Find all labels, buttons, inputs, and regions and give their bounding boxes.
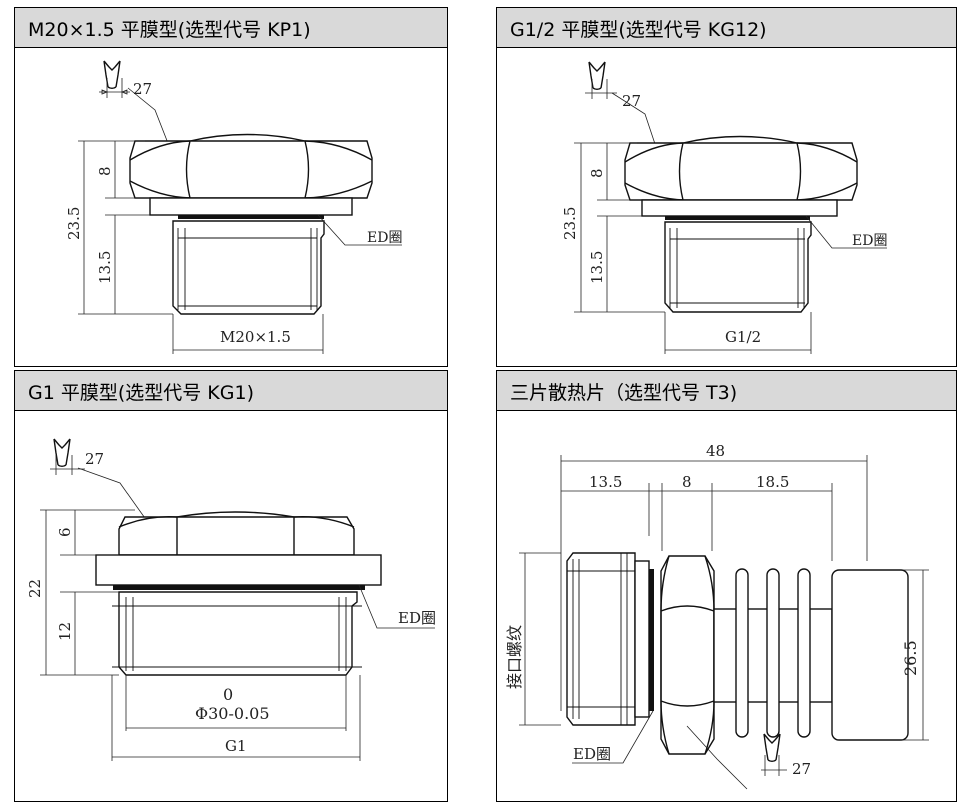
ed-ring-label: ED圈 xyxy=(367,230,402,246)
wrench-size-label: 27 xyxy=(622,92,641,110)
ed-ring-label: ED圈 xyxy=(398,609,436,627)
wrench-size-label: 27 xyxy=(85,450,104,468)
ed-ring xyxy=(665,216,810,220)
thread-spec-label: G1 xyxy=(225,737,247,755)
ed-ring xyxy=(649,569,654,711)
panel-header: 三片散热片（选型代号 T3) xyxy=(497,371,956,411)
hex-height-label: 8 xyxy=(588,168,606,178)
panel-title: G1 平膜型(选型代号 KG1) xyxy=(28,382,254,404)
thread-height-label: 12 xyxy=(56,622,74,641)
thread-height-label: 13.5 xyxy=(588,251,606,284)
panel-t3: 三片散热片（选型代号 T3) 48 13.5 8 18.5 xyxy=(496,370,957,802)
fin-length-label: 18.5 xyxy=(756,473,789,491)
kp1-drawing: 27 ED圈 8 23.5 13.5 M20×1.5 xyxy=(65,60,402,354)
ed-ring xyxy=(178,215,324,219)
wrench-size-label: 27 xyxy=(133,80,152,98)
fin-diameter-label: 26.5 xyxy=(901,640,920,676)
fin xyxy=(735,568,749,738)
fin xyxy=(797,568,811,738)
tolerance-label: 0 xyxy=(223,685,233,704)
thread-spec-label: M20×1.5 xyxy=(220,328,291,346)
hex-nut xyxy=(118,511,355,556)
hex-nut xyxy=(624,135,858,208)
hex-nut xyxy=(129,133,373,206)
total-length-label: 48 xyxy=(706,442,725,460)
collar xyxy=(641,199,838,217)
total-height-label: 23.5 xyxy=(561,207,579,240)
panel-kp1: M20×1.5 平膜型(选型代号 KP1) 27 ED圈 xyxy=(14,7,448,367)
panel-title: M20×1.5 平膜型(选型代号 KP1) xyxy=(28,19,311,41)
fin xyxy=(766,568,780,738)
panel-header: M20×1.5 平膜型(选型代号 KP1) xyxy=(15,8,447,48)
ed-ring-label: ED圈 xyxy=(852,233,887,249)
collar xyxy=(149,197,353,216)
ed-ring xyxy=(113,585,365,590)
end-cap xyxy=(831,569,909,741)
panel-header: G1/2 平膜型(选型代号 KG12) xyxy=(497,8,956,48)
t3-drawing: 48 13.5 8 18.5 xyxy=(505,442,929,790)
collar xyxy=(95,554,382,586)
thread-body xyxy=(566,552,636,726)
wrench-icon xyxy=(763,733,781,762)
hex-length-label: 8 xyxy=(682,473,692,491)
wrench-icon xyxy=(53,438,71,467)
total-height-label: 23.5 xyxy=(65,207,83,240)
neck xyxy=(634,560,650,718)
panel-title: G1/2 平膜型(选型代号 KG12) xyxy=(510,19,767,41)
kg1-drawing: 27 ED圈 6 22 12 0 Φ30-0.05 G1 xyxy=(26,438,436,761)
total-height-label: 22 xyxy=(26,579,44,598)
panel-kg12: G1/2 平膜型(选型代号 KG12) 27 ED圈 8 23.5 xyxy=(496,7,957,367)
wrench-size-label: 27 xyxy=(792,760,811,778)
ed-ring-label: ED圈 xyxy=(573,745,611,763)
hex-height-label: 6 xyxy=(56,527,74,537)
hex-height-label: 8 xyxy=(96,166,114,176)
thread-spec-label: 接口螺纹 xyxy=(505,625,524,689)
wrench-icon xyxy=(588,61,606,90)
wrench-icon xyxy=(103,60,121,89)
thread-spec-label: G1/2 xyxy=(725,328,761,346)
thread-length-label: 13.5 xyxy=(589,473,622,491)
panel-title: 三片散热片（选型代号 T3) xyxy=(510,382,738,404)
panel-kg1: G1 平膜型(选型代号 KG1) 27 ED圈 6 22 12 xyxy=(14,370,448,802)
thread-body xyxy=(112,591,362,676)
hex-nut xyxy=(660,555,715,755)
thread-body xyxy=(172,220,325,315)
thread-height-label: 13.5 xyxy=(96,251,114,284)
thread-body xyxy=(664,221,812,313)
panel-header: G1 平膜型(选型代号 KG1) xyxy=(15,371,447,411)
kg12-drawing: 27 ED圈 8 23.5 13.5 G1/2 xyxy=(561,61,887,354)
diameter-label: Φ30-0.05 xyxy=(195,704,270,723)
